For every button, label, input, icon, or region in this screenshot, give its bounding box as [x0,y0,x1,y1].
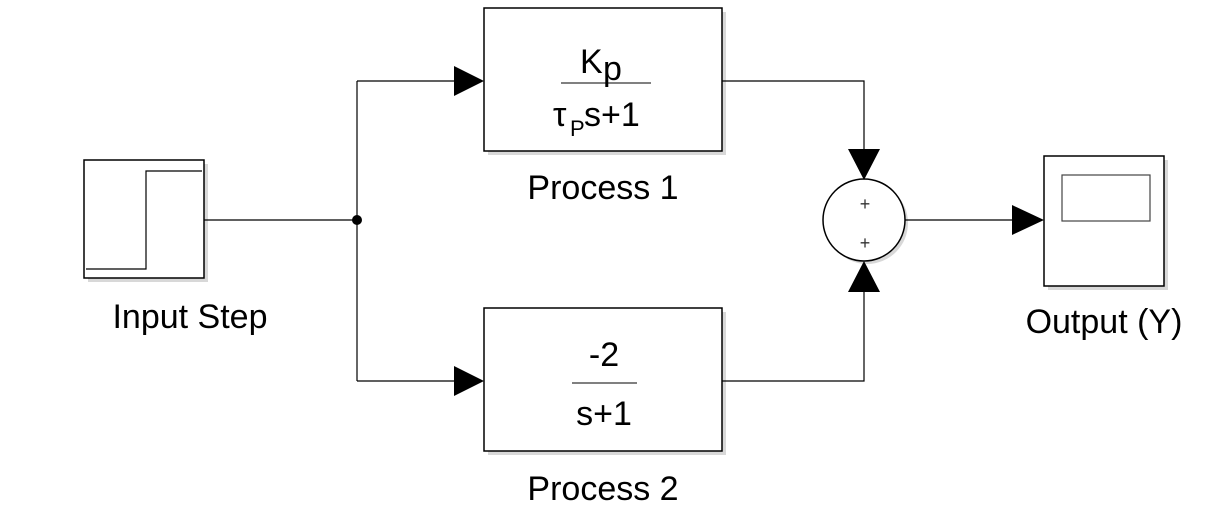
branch-point [352,215,362,225]
output-label: Output (Y) [1026,303,1183,341]
process1-numerator-sub: p [603,50,622,88]
input-step-block[interactable] [83,159,208,282]
arrow-into-output [1012,205,1044,235]
sum-block[interactable]: + + [822,178,908,264]
step-icon [86,170,202,270]
process1-numerator-main: K [580,43,603,81]
scope-screen-icon [1061,174,1151,222]
arrow-into-sum-top [848,149,880,180]
wire-process2-to-sum [722,292,865,382]
process1-block[interactable]: K p τ P s+1 [483,7,726,155]
process2-block[interactable]: -2 s+1 [483,307,726,455]
process1-denominator-sub: P [570,116,585,141]
process1-denominator-main: τ [553,96,567,134]
process2-label: Process 2 [527,470,678,508]
input-step-label: Input Step [112,298,267,336]
process2-denominator: s+1 [576,395,632,433]
output-scope-block[interactable] [1043,155,1168,290]
wire-process1-to-sum [722,80,865,149]
process1-label: Process 1 [527,169,678,207]
process2-numerator: -2 [589,336,619,374]
signal-wires [204,80,1014,382]
sum-sign-top: + [860,194,871,214]
arrow-into-process1 [454,66,484,96]
sum-sign-bottom: + [860,233,871,253]
arrow-into-sum-bottom [848,261,880,292]
process1-denominator-rest: s+1 [584,96,640,134]
arrow-into-process2 [454,366,484,396]
